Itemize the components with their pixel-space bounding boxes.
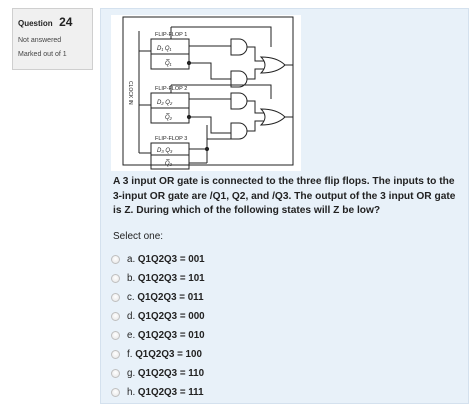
answer-option-f[interactable]: f. Q1Q2Q3 = 100 — [111, 345, 205, 364]
ff1-title: FLIP-FLOP 1 — [155, 32, 187, 38]
ff3-outputs: D₃ Q₃ — [157, 148, 173, 154]
answer-label-c: c. Q1Q2Q3 = 011 — [127, 292, 204, 303]
answer-label-d: d. Q1Q2Q3 = 000 — [127, 311, 205, 322]
answer-letter-f: f. — [127, 349, 133, 360]
circuit-svg: FLIP-FLOP 1 D₁ Q₁ Q̅₁ FLIP-FLOP 2 D₂ Q₂ … — [122, 16, 294, 170]
ff1-outputs: D₁ Q₁ — [157, 46, 172, 52]
question-heading: Question 24 — [18, 13, 87, 31]
answer-text-h: Q1Q2Q3 = 111 — [137, 387, 204, 398]
answer-text-b: Q1Q2Q3 = 101 — [137, 273, 205, 284]
answer-option-g[interactable]: g. Q1Q2Q3 = 110 — [111, 364, 205, 383]
radio-button-b[interactable] — [111, 274, 120, 283]
answer-label-h: h. Q1Q2Q3 = 111 — [127, 387, 204, 398]
question-state: Not answered — [18, 37, 62, 44]
answer-letter-g: g. — [127, 368, 136, 379]
ff3-title: FLIP-FLOP 3 — [155, 136, 187, 142]
answer-text-f: Q1Q2Q3 = 100 — [135, 349, 202, 360]
radio-button-h[interactable] — [111, 388, 120, 397]
radio-button-g[interactable] — [111, 369, 120, 378]
ff3-qbar: Q̅₃ — [165, 160, 173, 167]
answer-option-d[interactable]: d. Q1Q2Q3 = 000 — [111, 307, 205, 326]
answer-option-b[interactable]: b. Q1Q2Q3 = 101 — [111, 269, 205, 288]
answer-text-d: Q1Q2Q3 = 000 — [137, 311, 205, 322]
answer-letter-d: d. — [127, 311, 136, 322]
answer-letter-b: b. — [127, 273, 136, 284]
circuit-diagram: FLIP-FLOP 1 D₁ Q₁ Q̅₁ FLIP-FLOP 2 D₂ Q₂ … — [111, 15, 301, 171]
answer-label-f: f. Q1Q2Q3 = 100 — [127, 349, 202, 360]
answer-option-c[interactable]: c. Q1Q2Q3 = 011 — [111, 288, 205, 307]
answer-label-e: e. Q1Q2Q3 = 010 — [127, 330, 205, 341]
radio-button-f[interactable] — [111, 350, 120, 359]
answer-label-b: b. Q1Q2Q3 = 101 — [127, 273, 205, 284]
answer-options: a. Q1Q2Q3 = 001 b. Q1Q2Q3 = 101 c. Q1Q2Q… — [111, 250, 205, 402]
answer-option-a[interactable]: a. Q1Q2Q3 = 001 — [111, 250, 205, 269]
answer-letter-c: c. — [127, 292, 135, 303]
question-text: A 3 input OR gate is connected to the th… — [113, 176, 456, 216]
question-content: FLIP-FLOP 1 D₁ Q₁ Q̅₁ FLIP-FLOP 2 D₂ Q₂ … — [100, 8, 469, 404]
question-number: 24 — [59, 15, 73, 29]
radio-button-a[interactable] — [111, 255, 120, 264]
radio-button-c[interactable] — [111, 293, 120, 302]
ff1-qbar: Q̅₁ — [165, 60, 172, 67]
question-info-panel: Question 24 Not answered Marked out of 1 — [12, 8, 93, 70]
question-label: Question — [18, 19, 53, 28]
clock-in-label: CLOCK IN — [127, 81, 133, 105]
answer-letter-e: e. — [127, 330, 136, 341]
ff2-title: FLIP-FLOP 2 — [155, 86, 187, 92]
answer-label-g: g. Q1Q2Q3 = 110 — [127, 368, 204, 379]
answer-option-e[interactable]: e. Q1Q2Q3 = 010 — [111, 326, 205, 345]
answer-label-a: a. Q1Q2Q3 = 001 — [127, 254, 205, 265]
question-marks: Marked out of 1 — [18, 51, 67, 58]
answer-letter-a: a. — [127, 254, 136, 265]
select-one-prompt: Select one: — [113, 231, 164, 242]
ff2-outputs: D₂ Q₂ — [157, 100, 173, 106]
answer-text-a: Q1Q2Q3 = 001 — [137, 254, 205, 265]
answer-option-h[interactable]: h. Q1Q2Q3 = 111 — [111, 383, 205, 402]
answer-letter-h: h. — [127, 387, 136, 398]
answer-text-e: Q1Q2Q3 = 010 — [137, 330, 205, 341]
answer-text-g: Q1Q2Q3 = 110 — [137, 368, 205, 379]
answer-text-c: Q1Q2Q3 = 011 — [137, 292, 204, 303]
ff2-qbar: Q̅₂ — [165, 114, 173, 121]
radio-button-e[interactable] — [111, 331, 120, 340]
radio-button-d[interactable] — [111, 312, 120, 321]
